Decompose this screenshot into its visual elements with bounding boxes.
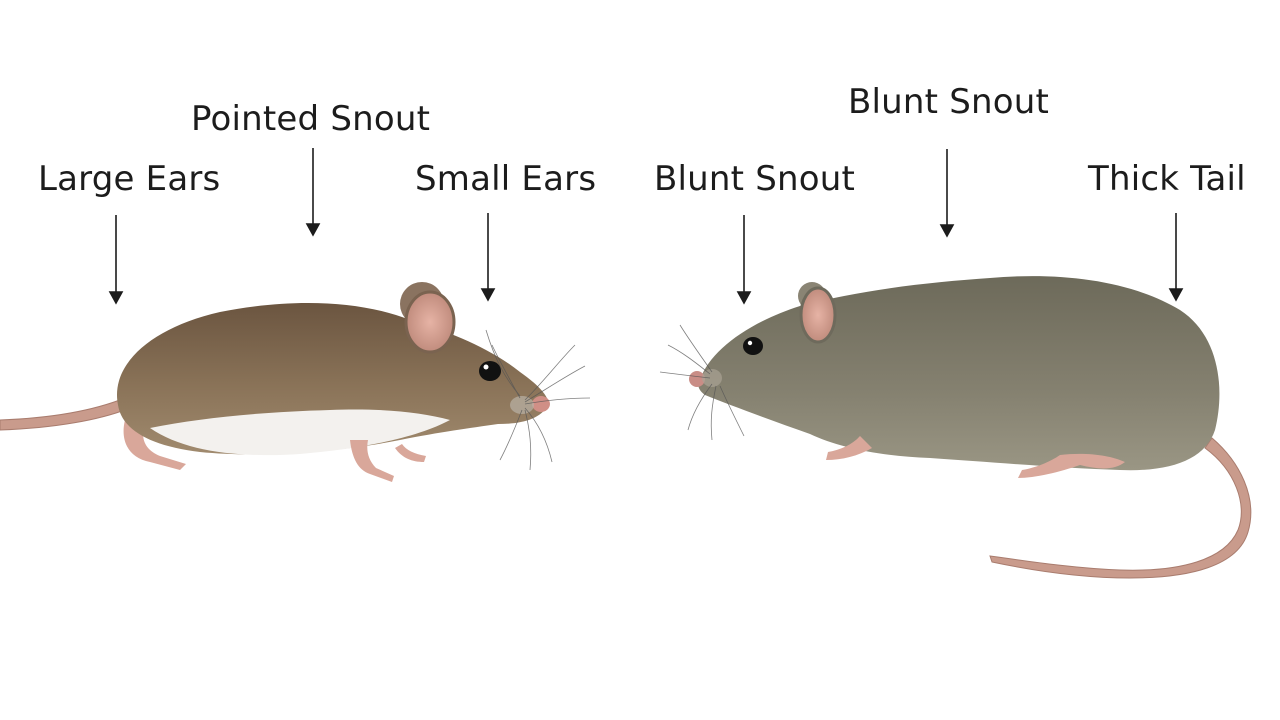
rat-tail (989, 437, 1252, 579)
label-thick-tail: Thick Tail (1088, 159, 1246, 199)
rat-body (698, 276, 1220, 471)
label-pointed-snout: Pointed Snout (191, 99, 431, 139)
arrows (108, 148, 1184, 305)
arrow-blunt-snout-top (939, 149, 955, 238)
rat-front-leg (826, 436, 872, 460)
mouse-illustration (0, 282, 591, 482)
mouse-whiskers (485, 329, 591, 471)
label-blunt-snout-left: Blunt Snout (654, 159, 856, 199)
mouse-belly (150, 409, 450, 456)
arrow-large-ears (108, 215, 124, 305)
rat-hind-leg (1018, 453, 1125, 478)
rat-whiskers (659, 324, 745, 441)
arrow-pointed-snout (305, 148, 321, 237)
mouse-front-paw (395, 444, 426, 462)
arrow-thick-tail (1168, 213, 1184, 302)
rat-ear (799, 286, 837, 344)
mouse-tail (0, 397, 131, 431)
mouse-nose (532, 396, 550, 412)
mouse-eye (479, 361, 501, 381)
label-blunt-snout-top: Blunt Snout (848, 82, 1050, 122)
rat-eye (743, 337, 763, 355)
label-small-ears: Small Ears (415, 159, 597, 199)
mouse-ear (404, 290, 456, 354)
arrow-small-ears (480, 213, 496, 302)
rat-illustration (659, 276, 1252, 579)
rat-nose (689, 371, 705, 387)
label-large-ears: Large Ears (38, 159, 221, 199)
mouse-front-leg (350, 440, 394, 482)
arrow-blunt-snout-left (736, 215, 752, 305)
